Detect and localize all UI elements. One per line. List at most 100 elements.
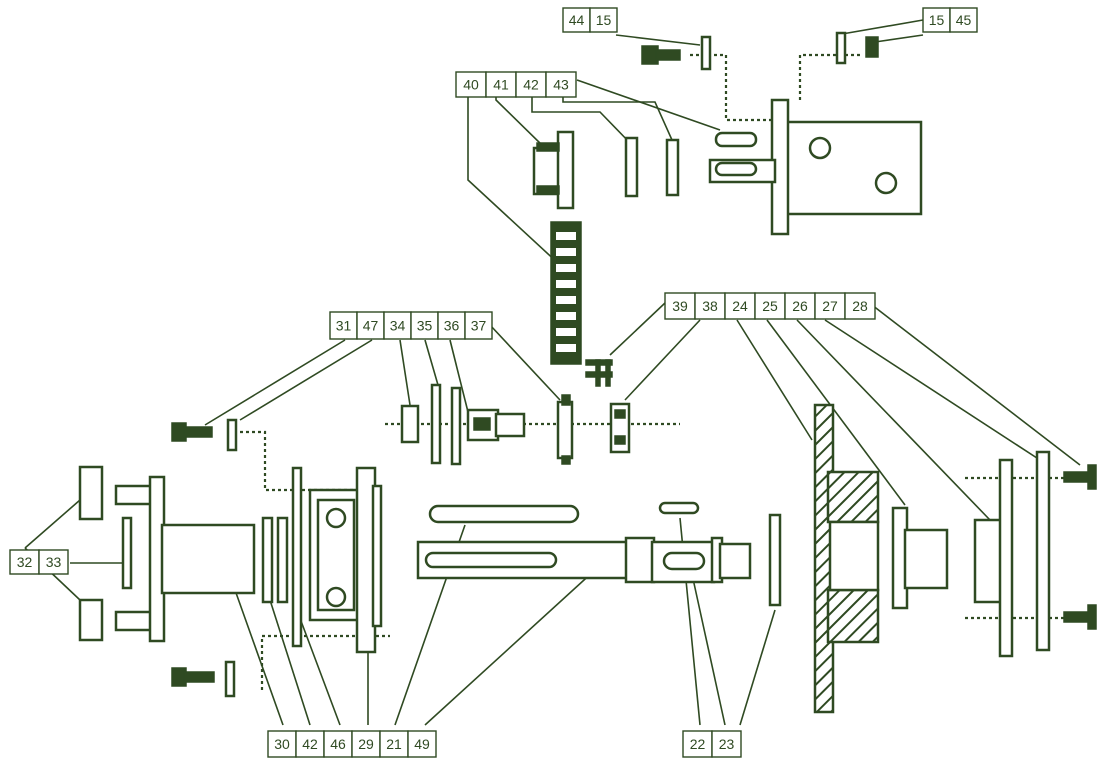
gasket-46: [291, 466, 303, 648]
washer-35: [430, 383, 442, 465]
callout-box: [356, 311, 385, 340]
spacer-plate-a: [624, 136, 639, 198]
callout-box: [844, 292, 876, 320]
callout-number: 46: [330, 736, 346, 752]
top-washer-right: [835, 31, 847, 65]
tensioner-37: [556, 394, 574, 465]
screw-28-upper: [1063, 464, 1097, 490]
callout-group-middle: 31 47 34 35 36 37: [329, 311, 493, 340]
callout-number: 23: [719, 736, 735, 752]
callout-number: 15: [929, 12, 945, 28]
callout-number: 49: [414, 736, 430, 752]
callout-number: 24: [732, 298, 748, 314]
callout-group-upper: 40 41 42 43: [455, 71, 577, 98]
callout-number: 41: [493, 77, 509, 93]
callout-box: [464, 311, 493, 340]
callout-box: [329, 311, 358, 340]
top-washer-left: [700, 35, 712, 71]
callout-box: [754, 292, 786, 320]
callout-box: [694, 292, 726, 320]
callout-number: 15: [596, 12, 612, 28]
spacer-plate-b: [665, 138, 680, 197]
callout-number: 43: [553, 77, 569, 93]
sprocket-hub-36: [466, 408, 526, 442]
bottom-washer: [224, 660, 236, 698]
drive-shaft: [416, 536, 752, 584]
top-nut-right: [865, 36, 879, 58]
hub-26: [903, 528, 949, 590]
nut-34: [400, 404, 420, 444]
callout-number: 39: [672, 298, 688, 314]
callout-box: [545, 71, 577, 98]
callout-number: 26: [792, 298, 808, 314]
seal-30a: [261, 516, 274, 604]
callout-number: 35: [417, 318, 433, 334]
callout-group-top-left: 44 15: [562, 7, 618, 33]
bottom-bolt: [171, 667, 215, 687]
circlip-23: [768, 513, 782, 607]
pulley-24: [813, 403, 880, 714]
callout-box: [407, 730, 437, 758]
callout-box: [38, 549, 69, 575]
washer-47: [226, 418, 238, 452]
callout-box: [682, 730, 713, 758]
callout-number: 25: [762, 298, 778, 314]
plate-28: [1035, 450, 1051, 652]
callout-number: 21: [386, 736, 402, 752]
callout-number: 37: [471, 318, 487, 334]
top-bolt-left: [641, 45, 681, 65]
callout-number: 38: [702, 298, 718, 314]
callout-number: 32: [17, 554, 33, 570]
callout-box: [383, 311, 412, 340]
callout-group-left: 32 33: [9, 549, 69, 575]
callout-box: [562, 7, 591, 33]
drive-chain: [550, 221, 582, 365]
callout-number: 47: [363, 318, 379, 334]
clip-38: [609, 402, 631, 454]
screw-28-lower: [1063, 604, 1097, 630]
callout-number: 44: [569, 12, 585, 28]
callout-number: 42: [302, 736, 318, 752]
callout-number: 42: [523, 77, 539, 93]
callout-number: 45: [956, 12, 972, 28]
bearing-block: [308, 466, 383, 654]
key-21: [428, 504, 580, 524]
callout-number: 28: [852, 298, 868, 314]
motor-housing: [78, 465, 256, 643]
callout-box: [814, 292, 846, 320]
callout-box: [267, 730, 297, 758]
callout-group-bottom-right: 22 23: [682, 730, 742, 758]
callout-box: [295, 730, 325, 758]
bracket-27: [973, 458, 1014, 658]
key-22: [658, 501, 700, 515]
callout-number: 40: [463, 77, 479, 93]
callout-number: 34: [390, 318, 406, 334]
callout-number: 33: [46, 554, 62, 570]
slot-key-lower: [714, 161, 758, 177]
callout-box: [949, 7, 978, 33]
callout-box: [437, 311, 466, 340]
callout-group-right: 39 38 24 25 26 27 28: [664, 292, 876, 320]
callout-number: 27: [822, 298, 838, 314]
bolt-31: [171, 422, 213, 442]
mounting-bracket: [708, 98, 923, 236]
callout-box: [485, 71, 517, 98]
callout-box: [589, 7, 618, 33]
chain-tensioner-block: [532, 130, 575, 210]
washer-36: [450, 386, 462, 466]
callout-box: [515, 71, 547, 98]
callout-number: 36: [444, 318, 460, 334]
callout-number: 22: [690, 736, 706, 752]
callout-box: [379, 730, 409, 758]
chain-connecting-link: [585, 359, 613, 387]
seal-30b: [276, 516, 289, 604]
callout-number: 30: [274, 736, 290, 752]
callout-box: [711, 730, 742, 758]
callout-number: 31: [336, 318, 352, 334]
callout-box: [410, 311, 439, 340]
slot-key-upper: [714, 131, 758, 148]
